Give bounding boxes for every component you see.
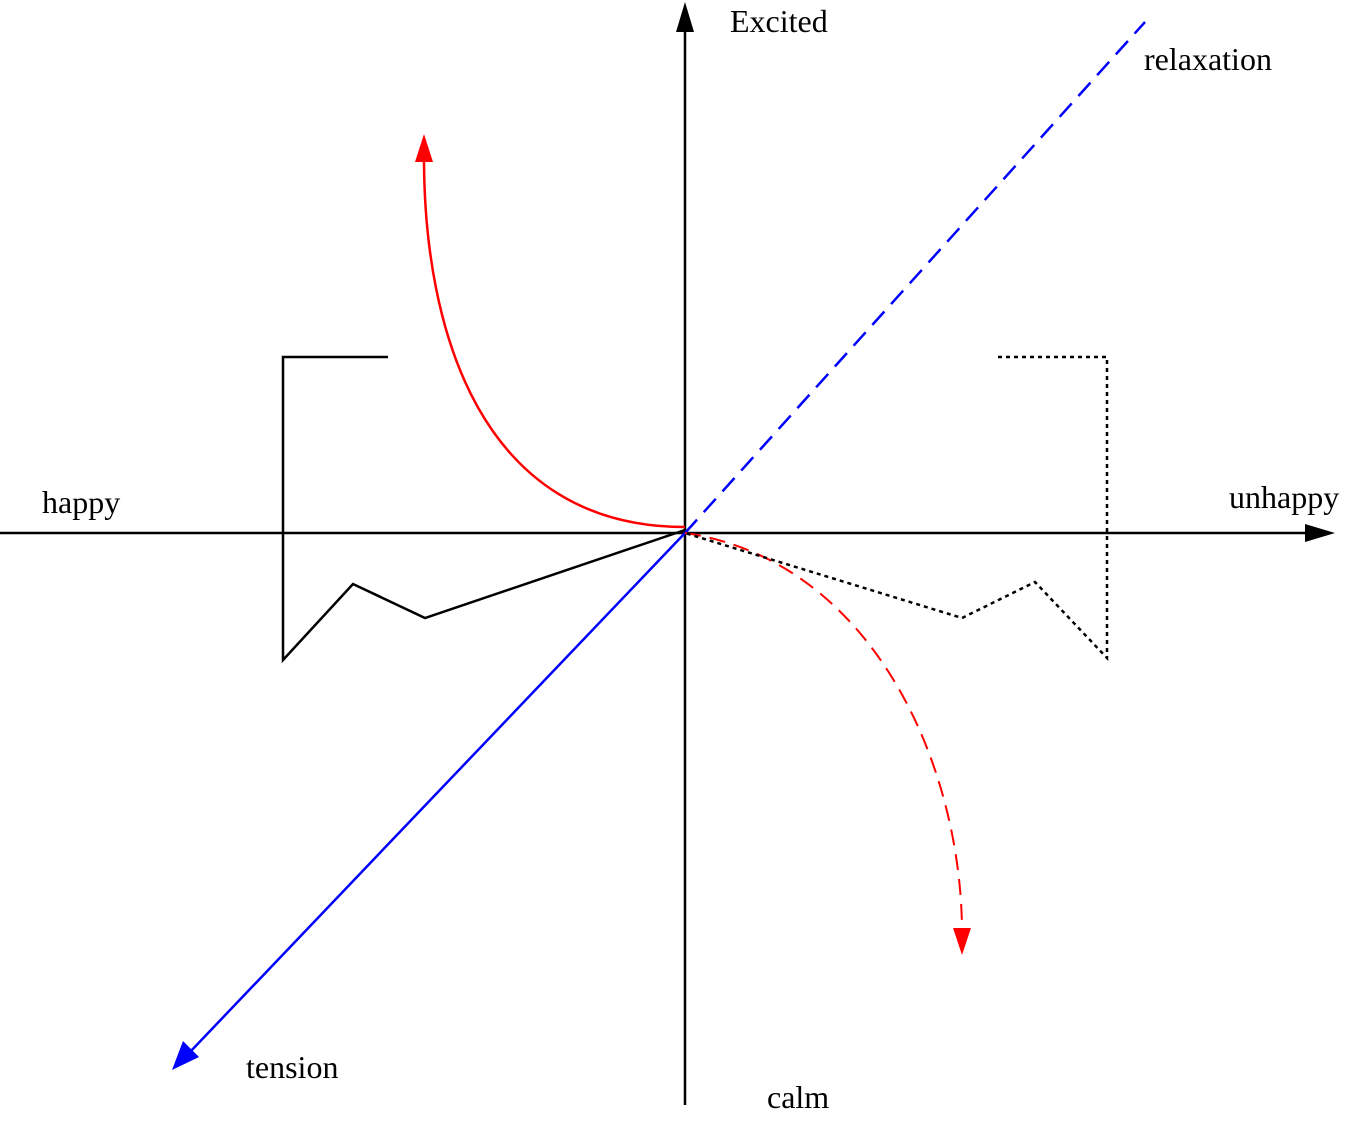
label-unhappy: unhappy (1229, 479, 1339, 515)
label-excited: Excited (730, 3, 828, 39)
label-happy: happy (42, 484, 120, 520)
relaxation-line (684, 21, 1146, 534)
tension-arrow (172, 532, 686, 1070)
excited-arrowhead (676, 2, 694, 32)
vertical-axis (676, 2, 694, 1105)
label-tension: tension (246, 1049, 338, 1085)
left-bracket (281, 355, 686, 664)
right-bracket (684, 355, 1109, 662)
horizontal-axis (0, 524, 1335, 542)
unhappy-arrowhead (1305, 524, 1335, 542)
upper-red-curve (415, 134, 686, 529)
label-calm: calm (767, 1079, 829, 1115)
label-relaxation: relaxation (1144, 41, 1272, 77)
lower-red-curve (684, 532, 971, 955)
